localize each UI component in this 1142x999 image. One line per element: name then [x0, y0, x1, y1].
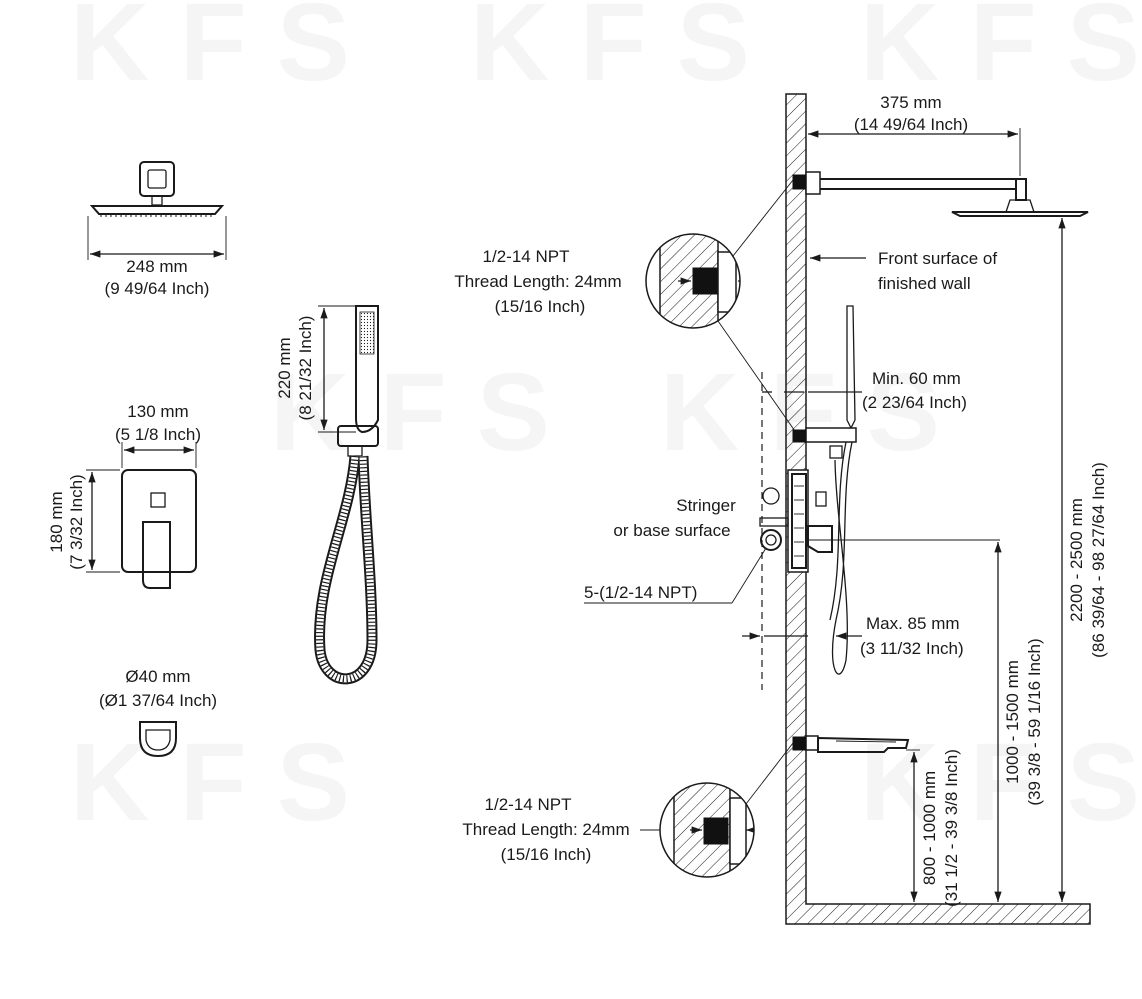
handheld-shower-icon — [314, 305, 379, 685]
arm-length-in: (14 49/64 Inch) — [854, 115, 968, 134]
valve-plate-height-dimension: 180 mm (7 3/32 Inch) — [47, 469, 120, 573]
spout-diameter-in: (Ø1 37/64 Inch) — [99, 691, 217, 710]
valve-height-in: (39 3/8 - 59 1/16 Inch) — [1025, 638, 1044, 805]
thread-bottom-line3: (15/16 Inch) — [501, 845, 592, 864]
valve-plate-width-in: (5 1/8 Inch) — [115, 425, 201, 444]
spout-height-mm: 800 - 1000 mm — [920, 771, 939, 885]
max-depth-dimension: Max. 85 mm (3 11/32 Inch) — [742, 614, 964, 658]
wall-section — [785, 93, 1091, 925]
thread-bottom-line1: 1/2-14 NPT — [485, 795, 572, 814]
min-depth-dimension: Min. 60 mm (2 23/64 Inch) — [761, 369, 967, 690]
handheld-length-dimension: 220 mm (8 21/32 Inch) — [275, 305, 356, 433]
thread-detail-top: 1/2-14 NPT Thread Length: 24mm (15/16 In… — [454, 179, 798, 435]
finished-wall-callout: Front surface of finished wall — [810, 249, 997, 293]
max-depth-mm: Max. 85 mm — [866, 614, 960, 633]
rain-head-width-dimension: 248 mm (9 49/64 Inch) — [87, 216, 227, 298]
min-depth-in: (2 23/64 Inch) — [862, 393, 967, 412]
head-height-in: (86 39/64 - 98 27/64 Inch) — [1089, 462, 1108, 658]
valve-body-icon — [759, 469, 1000, 573]
watermark: KFS KFS KFS KFS KFS KFS KFS — [70, 0, 1142, 844]
valve-height-dimension: 1000 - 1500 mm (39 3/8 - 59 1/16 Inch) — [994, 542, 1044, 902]
svg-text:KFS: KFS — [70, 0, 380, 104]
spout-diameter-mm: Ø40 mm — [125, 667, 190, 686]
rain-head-icon — [89, 161, 225, 217]
max-depth-in: (3 11/32 Inch) — [860, 639, 964, 658]
svg-text:KFS: KFS — [860, 0, 1142, 104]
arm-length-mm: 375 mm — [880, 93, 941, 112]
ports-label: 5-(1/2-14 NPT) — [584, 583, 697, 602]
handheld-length-in: (8 21/32 Inch) — [296, 316, 315, 421]
stringer-line1: Stringer — [676, 496, 736, 515]
head-height-mm: 2200 - 2500 mm — [1067, 498, 1086, 622]
wall-handheld-icon — [792, 305, 857, 675]
thread-top-line2: Thread Length: 24mm — [454, 272, 621, 291]
spout-height-dimension: 800 - 1000 mm (31 1/2 - 39 3/8 Inch) — [906, 749, 961, 907]
min-depth-mm: Min. 60 mm — [872, 369, 961, 388]
valve-height-mm: 1000 - 1500 mm — [1003, 660, 1022, 784]
stringer-callout: Stringer or base surface — [613, 496, 736, 540]
valve-plate-height-mm: 180 mm — [47, 491, 66, 552]
tub-spout-icon — [139, 721, 177, 758]
svg-text:KFS: KFS — [270, 351, 580, 474]
thread-top-line1: 1/2-14 NPT — [483, 247, 570, 266]
head-height-dimension: 2200 - 2500 mm (86 39/64 - 98 27/64 Inch… — [1058, 218, 1108, 902]
shower-arm-side-icon — [792, 171, 1089, 217]
spout-height-in: (31 1/2 - 39 3/8 Inch) — [942, 749, 961, 907]
rain-head-width-in: (9 49/64 Inch) — [105, 279, 210, 298]
arm-length-dimension: 375 mm (14 49/64 Inch) — [805, 93, 1021, 176]
wall-spout-icon — [792, 735, 910, 753]
valve-trim-plate-icon — [121, 469, 197, 589]
thread-top-line3: (15/16 Inch) — [495, 297, 586, 316]
handheld-length-mm: 220 mm — [275, 337, 294, 398]
stringer-line2: or base surface — [613, 521, 730, 540]
valve-plate-width-mm: 130 mm — [127, 402, 188, 421]
wall-label-line1: Front surface of — [878, 249, 997, 268]
thread-detail-bottom: 1/2-14 NPT Thread Length: 24mm (15/16 In… — [462, 742, 794, 878]
rain-head-width-mm: 248 mm — [126, 257, 187, 276]
valve-plate-width-dimension: 130 mm (5 1/8 Inch) — [115, 402, 201, 468]
wall-label-line2: finished wall — [878, 274, 971, 293]
ports-callout: 5-(1/2-14 NPT) — [584, 547, 767, 604]
svg-text:KFS: KFS — [470, 0, 780, 104]
valve-plate-height-in: (7 3/32 Inch) — [67, 474, 86, 569]
svg-text:KFS: KFS — [70, 721, 380, 844]
thread-bottom-line2: Thread Length: 24mm — [462, 820, 629, 839]
